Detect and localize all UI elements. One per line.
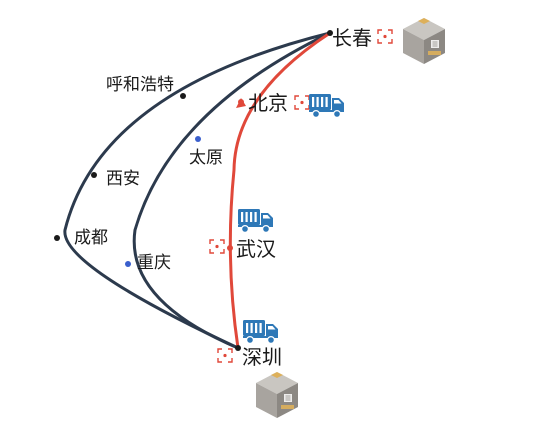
package-box-icon [255,371,299,419]
dot-shenzhen [235,345,241,351]
label-shenzhen: 深圳 [242,345,282,369]
dot-huhehaote [180,93,186,99]
dot-taiyuan [195,136,201,142]
label-huhehaote: 呼和浩特 [106,75,174,95]
truck-icon [308,93,345,119]
route-middle [132,31,332,350]
label-xian: 西安 [106,169,140,189]
location-bracket-icon [294,95,310,110]
location-bracket-icon [377,29,393,44]
label-chongqing: 重庆 [137,253,171,273]
dot-beijing [238,99,244,105]
dot-changchun [327,30,333,36]
dot-wuhan [227,245,233,251]
dot-chongqing [125,261,131,267]
label-changchun: 长春 [332,26,372,50]
label-taiyuan: 太原 [189,148,223,168]
location-bracket-icon [217,348,233,363]
truck-icon [237,208,274,233]
route-outer [63,31,332,350]
label-wuhan: 武汉 [236,237,276,261]
label-beijing: 北京 [248,91,288,115]
route-active [228,31,332,350]
label-chengdu: 成都 [74,228,108,248]
package-box-icon [402,17,446,65]
truck-icon [242,319,279,344]
dot-xian [91,172,97,178]
dot-chengdu [54,235,60,241]
location-bracket-icon [209,239,225,254]
